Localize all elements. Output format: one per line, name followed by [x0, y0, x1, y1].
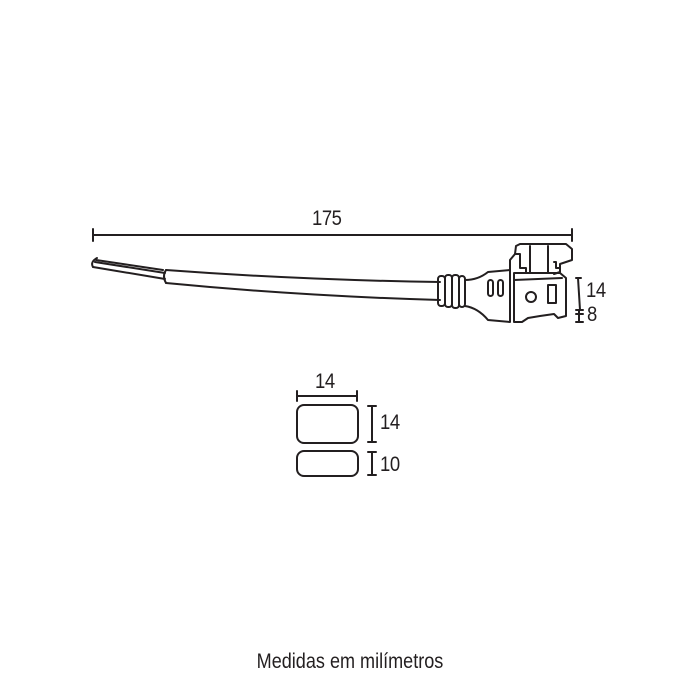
- connector-height-dimension: [575, 277, 584, 323]
- units-caption: Medidas em milímetros: [256, 650, 444, 673]
- strain-relief: [437, 274, 466, 309]
- section-large-height-dimension: [367, 405, 377, 443]
- section-small-height-dimension: [367, 451, 377, 476]
- section-small-height-label: 10: [380, 453, 400, 476]
- connector-height-lower-label: 8: [587, 303, 597, 326]
- section-large-height-label: 14: [380, 411, 400, 434]
- connector-height-upper-label: 14: [586, 279, 606, 302]
- section-large: [296, 404, 359, 444]
- section-width-label: 14: [315, 370, 335, 393]
- section-width-dimension: [296, 390, 358, 402]
- length-dimension-line: [92, 228, 573, 242]
- cable-jacket: [163, 269, 441, 301]
- length-dimension-label: 175: [312, 207, 342, 230]
- bare-wire-ends: [91, 257, 166, 280]
- connector-housing: [464, 243, 573, 323]
- section-small: [296, 450, 359, 477]
